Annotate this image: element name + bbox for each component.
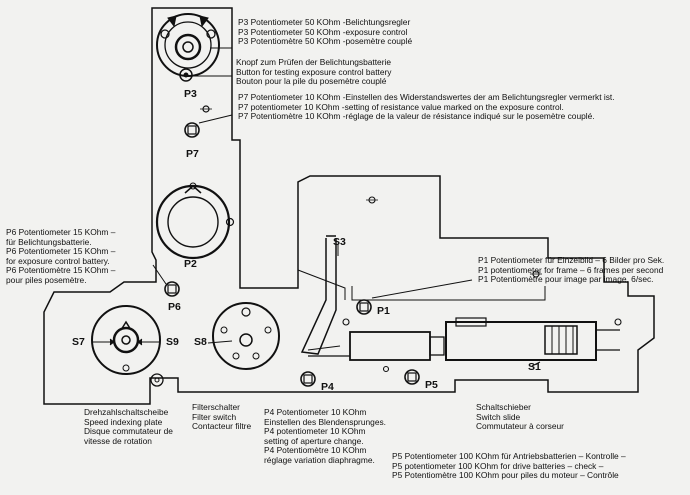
mounting-screws — [342, 196, 622, 373]
label-s1: S1 — [528, 361, 541, 373]
annotation-p5: P5 Potentiometer 100 KOhm für Antriebsba… — [392, 451, 626, 481]
p4-trimmer — [300, 371, 316, 387]
board-inner-edge — [297, 269, 346, 300]
p2-potentiometer — [155, 182, 235, 260]
screw-2 — [150, 373, 164, 387]
label-s3: S3 — [333, 236, 346, 248]
label-p3: P3 — [184, 88, 197, 100]
board-slot — [351, 286, 546, 301]
label-s7: S7 — [72, 336, 85, 348]
p7-trimmer — [184, 114, 233, 138]
s3-switch-blade — [300, 235, 339, 355]
board-outline — [43, 7, 655, 405]
label-p6: P6 — [168, 301, 181, 313]
p5-trimmer — [404, 369, 420, 385]
annotation-battery-button: Knopf zum Prüfen der Belichtungsbatterie… — [236, 57, 392, 87]
p1-trimmer — [356, 279, 473, 315]
annotation-p3: P3 Potentiometer 50 KOhm -Belichtungsreg… — [238, 17, 413, 47]
battery-test-button — [179, 68, 193, 82]
label-p4: P4 — [321, 381, 334, 393]
p6-trimmer — [152, 264, 180, 297]
switch-slide-assembly — [307, 317, 620, 367]
p3-potentiometer — [156, 13, 220, 77]
filter-switch — [207, 302, 280, 370]
label-s8: S8 — [194, 336, 207, 348]
speed-indexing-plate — [91, 305, 161, 375]
screw-1 — [200, 105, 212, 113]
label-p2: P2 — [184, 258, 197, 270]
label-s9: S9 — [166, 336, 179, 348]
annotation-p1: P1 Potentiometer für Einzelbild – 6 Bild… — [478, 255, 665, 285]
label-p7: P7 — [186, 148, 199, 160]
label-p1: P1 — [377, 305, 390, 317]
label-p5: P5 — [425, 379, 438, 391]
annotation-p6: P6 Potentiometer 15 KOhm –für Belichtung… — [6, 227, 116, 285]
annotation-p7: P7 Potentiometer 10 KOhm -Einstellen des… — [238, 92, 615, 122]
